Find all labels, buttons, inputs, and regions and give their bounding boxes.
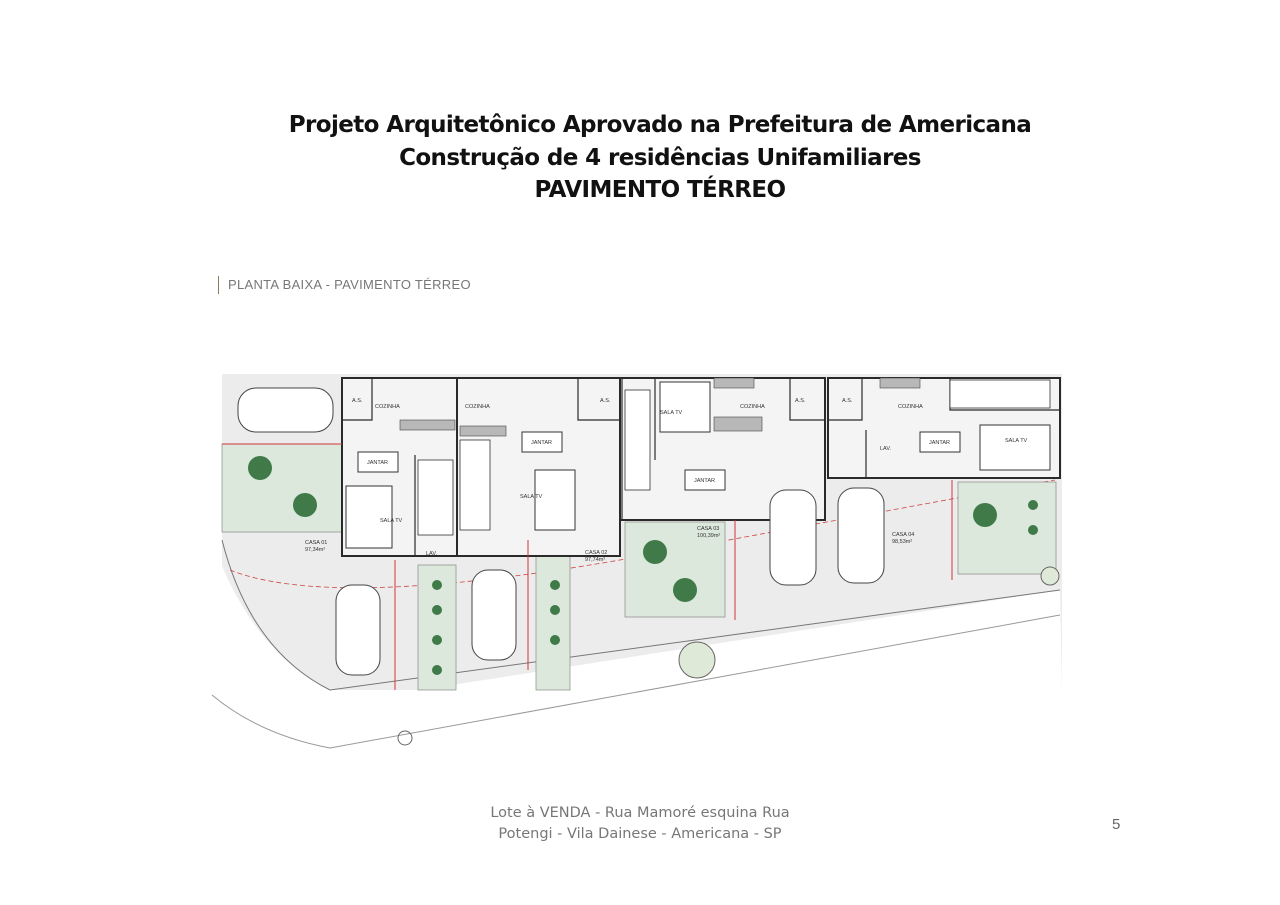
house-label: CASA 01 xyxy=(305,540,327,546)
lot-curve xyxy=(221,539,331,691)
room-label-kitchen: COZINHA xyxy=(375,404,400,410)
sofa xyxy=(345,485,393,549)
plan-caption: PLANTA BAIXA - PAVIMENTO TÉRREO xyxy=(218,276,471,294)
page-number: 5 xyxy=(1112,816,1121,833)
room-label-living: SALA TV xyxy=(1005,438,1028,444)
room-label-lavatory: LAV. xyxy=(880,446,891,452)
footer-line-1: Lote à VENDA - Rua Mamoré esquina Rua xyxy=(490,805,790,821)
title-line-1: Projeto Arquitetônico Aprovado na Prefei… xyxy=(288,112,1032,138)
plant-icon xyxy=(248,456,272,480)
house-label: CASA 04 xyxy=(892,532,914,538)
stairs xyxy=(417,379,1051,536)
tree-icon xyxy=(678,641,716,679)
plant-icon xyxy=(293,493,317,517)
room-label-service: A.S. xyxy=(352,398,363,404)
car-icon xyxy=(837,487,885,584)
house-area: 98,53m² xyxy=(892,539,912,545)
kitchen-counters xyxy=(399,377,921,437)
room-label-service: A.S. xyxy=(795,398,806,404)
house-area: 97,74m² xyxy=(585,557,605,563)
house-area: 97,34m² xyxy=(305,547,325,553)
room-label-dining: JANTAR xyxy=(531,440,552,446)
shrub-icon xyxy=(1040,566,1060,586)
room-label-living: SALA TV xyxy=(660,410,683,416)
room-label-dining: JANTAR xyxy=(929,440,950,446)
house-area: 100,39m² xyxy=(697,533,720,539)
sofa xyxy=(659,381,711,433)
room-label-kitchen: COZINHA xyxy=(898,404,923,410)
car-icon xyxy=(237,387,334,433)
plant-icon xyxy=(643,540,667,564)
title-line-2: Construção de 4 residências Unifamiliare… xyxy=(399,145,921,171)
setback-line xyxy=(229,479,1056,589)
title-line-3: PAVIMENTO TÉRREO xyxy=(534,177,787,203)
car-icon xyxy=(769,489,817,586)
house-label: CASA 03 xyxy=(697,526,719,532)
room-label-living: SALA TV xyxy=(520,494,543,500)
car-icon xyxy=(471,569,517,661)
plant-icon xyxy=(673,578,697,602)
room-label-service: A.S. xyxy=(842,398,853,404)
room-label-dining: JANTAR xyxy=(367,460,388,466)
furniture xyxy=(345,381,1051,549)
room-label-kitchen: COZINHA xyxy=(740,404,765,410)
plants xyxy=(248,456,1038,675)
room-label-living: SALA TV xyxy=(380,518,403,524)
room-label-kitchen: COZINHA xyxy=(465,404,490,410)
sofa xyxy=(979,424,1051,471)
plant-icon xyxy=(973,503,997,527)
footer-line-2: Potengi - Vila Dainese - Americana - SP xyxy=(498,826,782,842)
sofa xyxy=(534,469,576,531)
room-label-dining: JANTAR xyxy=(694,478,715,484)
dimension-lines xyxy=(222,443,953,690)
road-line xyxy=(211,614,1061,749)
pole-icon xyxy=(397,730,413,746)
house-label: CASA 02 xyxy=(585,550,607,556)
room-label-lavatory: LAV. xyxy=(426,551,437,557)
room-label-service: A.S. xyxy=(600,398,611,404)
dining-table xyxy=(919,431,961,453)
dining-table xyxy=(521,431,563,453)
dining-table xyxy=(357,451,399,473)
cars xyxy=(237,387,885,676)
street-area xyxy=(212,540,1062,694)
car-icon xyxy=(335,584,381,676)
lawns xyxy=(221,443,1057,691)
dining-table xyxy=(684,469,726,491)
